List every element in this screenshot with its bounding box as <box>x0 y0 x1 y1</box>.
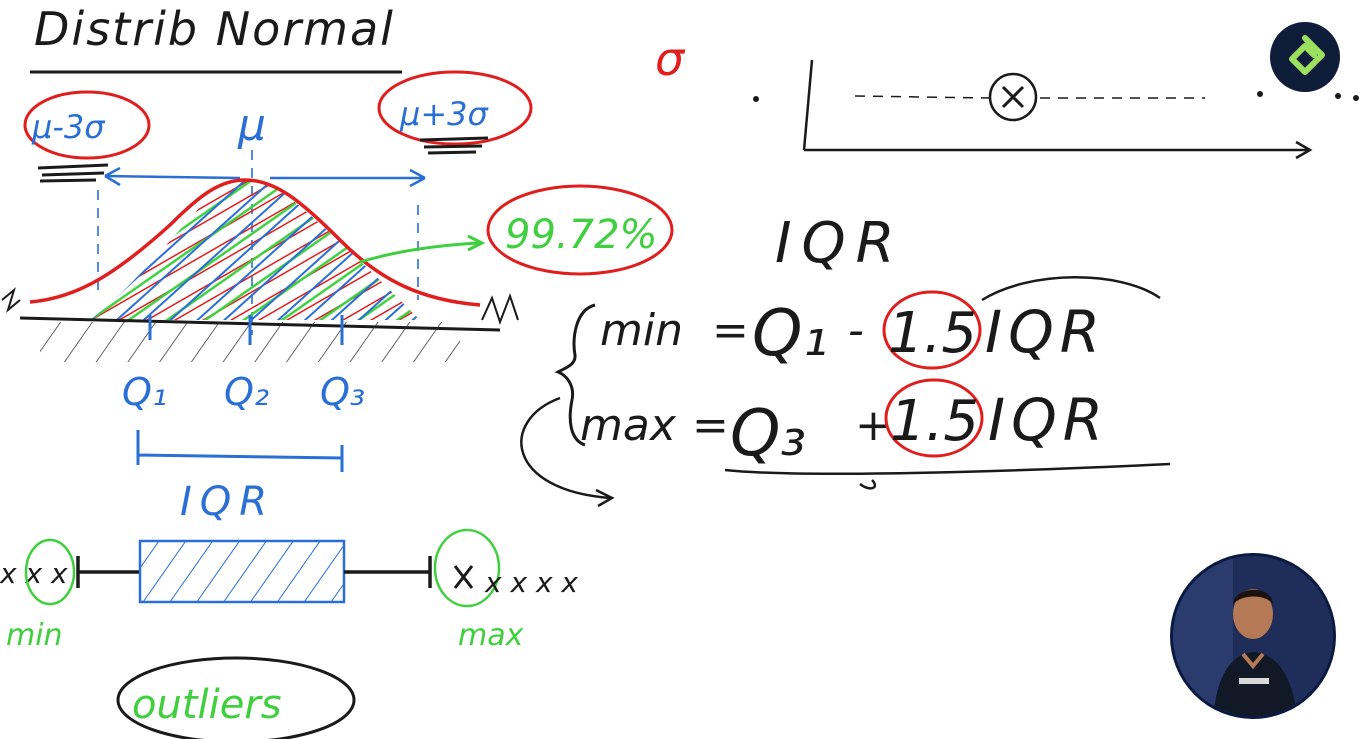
max-factor-circle <box>884 378 984 458</box>
axis-point-x <box>1001 85 1025 109</box>
max-eq: = <box>692 400 729 451</box>
mu-plus-label: μ+3σ <box>399 95 490 133</box>
outliers-label: outliers <box>132 682 282 728</box>
bell-fill-blue <box>90 181 420 320</box>
outliers-circle <box>116 656 356 739</box>
box-max-label: max <box>458 618 524 653</box>
mu-minus-underline <box>37 163 109 183</box>
iqr-box <box>138 539 346 604</box>
min-iqr: IQR <box>985 298 1106 366</box>
max-point-circle <box>433 528 501 608</box>
title-text: Distrib Normal <box>34 2 395 56</box>
min-minus: - <box>848 305 864 356</box>
max-point-x <box>453 565 474 589</box>
mu-plus-underline <box>419 136 489 155</box>
q1-label: Q₁ <box>122 370 167 414</box>
min-factor-circle <box>882 290 982 370</box>
left-xs: x x x <box>0 557 68 590</box>
formula-heading: IQR <box>775 211 905 276</box>
min-eq: = <box>712 305 749 356</box>
dot-left <box>753 96 759 102</box>
q3-label: Q₃ <box>320 370 365 414</box>
axis-sketch <box>802 59 1313 160</box>
dot-right-3 <box>1353 95 1359 101</box>
percent-circle <box>486 184 674 276</box>
axis-dash <box>854 95 1205 99</box>
dot-right-2 <box>1335 93 1341 99</box>
min-iqr-arc <box>981 276 1161 302</box>
left-whisker <box>76 556 140 588</box>
curve-tail-left <box>1 287 21 313</box>
max-word: max <box>580 400 677 451</box>
presenter-webcam <box>1170 553 1336 719</box>
min-word: min <box>600 305 683 356</box>
formula-brace <box>554 303 596 447</box>
max-q3: Q₃ <box>730 397 806 471</box>
mu-plus-circle <box>377 70 533 146</box>
dot-right-1 <box>1257 91 1263 97</box>
q-ticks <box>148 315 344 345</box>
min-factor: 1.5 <box>888 301 977 366</box>
bell-curve <box>29 178 481 307</box>
max-underline <box>724 462 1171 490</box>
max-iqr: IQR <box>988 386 1109 454</box>
min-q1: Q₁ <box>752 297 828 371</box>
q2-label: Q₂ <box>224 370 269 414</box>
right-xs: x x x x <box>484 566 578 599</box>
iqr-bracket <box>136 430 344 472</box>
mu-minus-circle <box>23 90 151 160</box>
percent-arrow <box>359 234 486 264</box>
mu-minus-label: μ-3σ <box>31 108 106 146</box>
platzi-logo-icon <box>1270 22 1340 92</box>
iqr-label: IQR <box>180 479 275 525</box>
mu-label: μ <box>237 100 266 151</box>
axis-point-circle <box>988 72 1038 122</box>
percent-label: 99.72% <box>505 212 658 258</box>
right-whisker <box>344 556 432 588</box>
range-arrow <box>104 166 426 188</box>
curve-tail-right <box>481 293 519 325</box>
min-point-circle <box>24 538 76 606</box>
box-min-label: min <box>6 618 63 653</box>
max-factor: 1.5 <box>890 389 979 454</box>
curved-arrow <box>520 396 615 508</box>
sigma-symbol: σ <box>655 32 686 86</box>
